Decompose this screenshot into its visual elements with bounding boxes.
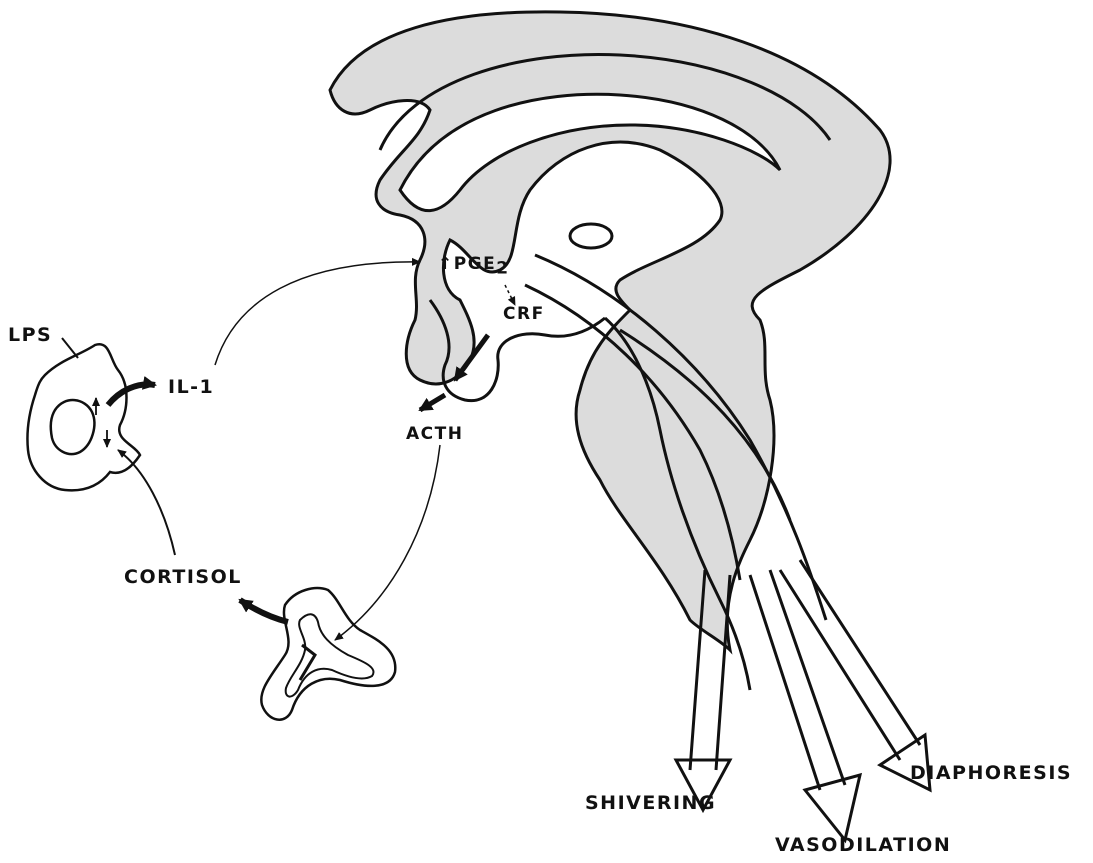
pge2-to-crf-arrow [505,285,515,305]
brain-inner-oval [570,224,612,248]
label-vasodilation: VASODILATION [775,834,951,856]
label-pge2: ↑PGE2 [438,254,510,278]
diaphoresis-arrow [780,560,930,790]
label-crf: CRF [503,304,545,324]
il1-to-pge2-arrow [215,262,420,365]
cortisol-release-arrow [240,600,288,622]
acth-release-arrow [420,395,445,410]
adrenal-gland [261,588,395,720]
macrophage-cell [27,338,140,490]
pge2-text: PGE [454,254,497,274]
label-acth: ACTH [406,424,463,444]
label-cortisol: CORTISOL [124,566,242,588]
label-lps: LPS [8,324,52,346]
lps-pointer [62,338,78,358]
macrophage-nucleus [51,400,95,454]
label-diaphoresis: DIAPHORESIS [910,762,1072,784]
label-shivering: SHIVERING [585,792,716,814]
up-arrow-glyph: ↑ [438,254,454,274]
label-il1: IL-1 [168,376,214,398]
brain-section [330,12,890,690]
pge2-subscript: 2 [496,258,509,278]
acth-to-adrenal-arrow [335,445,440,640]
